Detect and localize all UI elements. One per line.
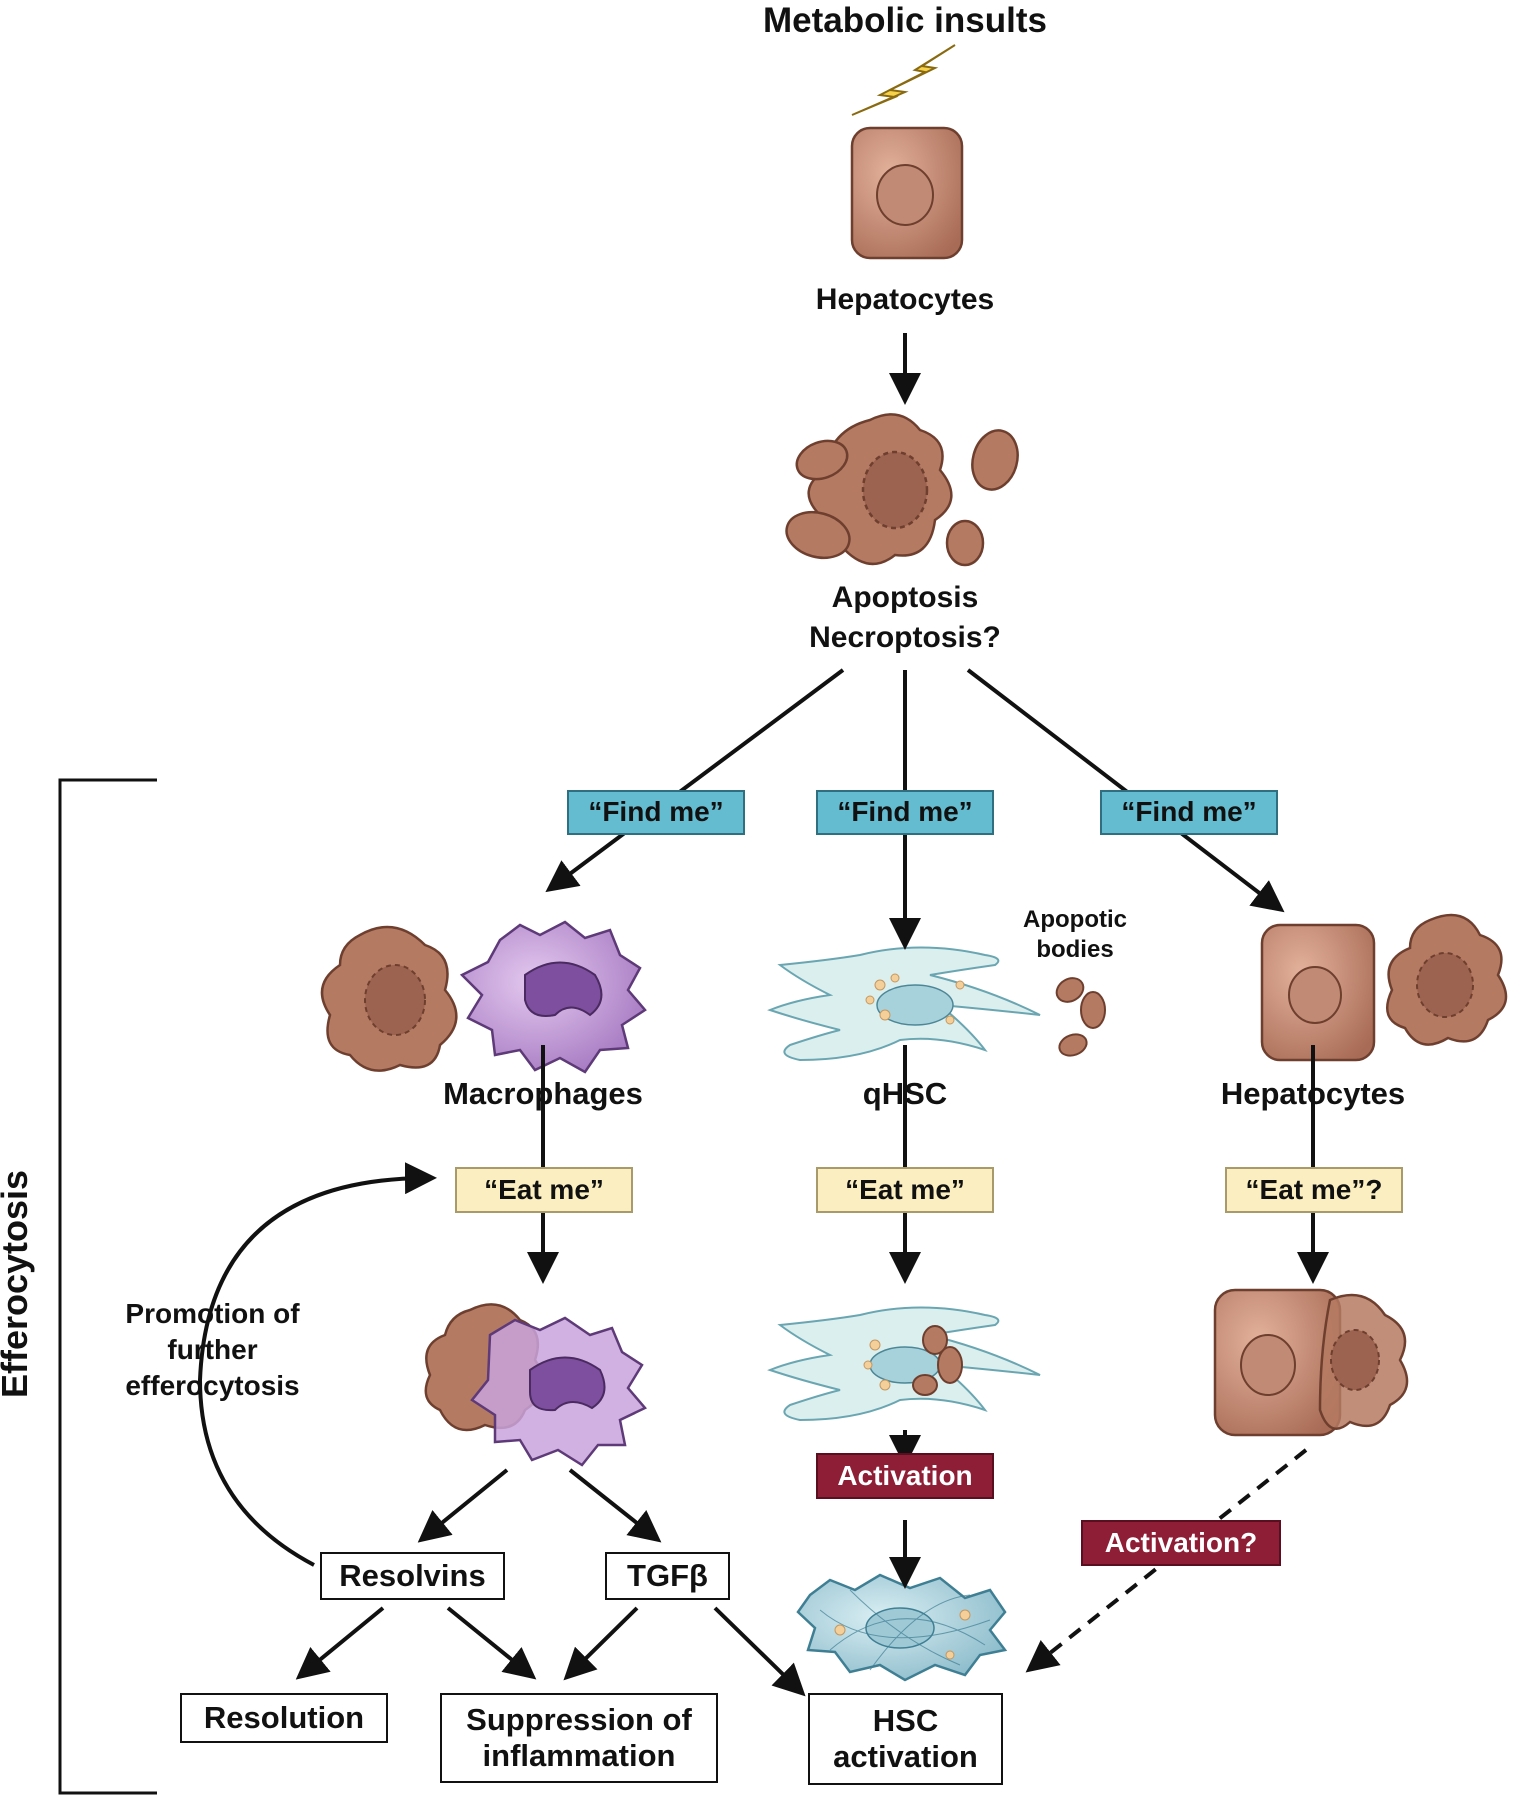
resolution-box: Resolution	[180, 1693, 388, 1743]
tgfb-box: TGFβ	[605, 1552, 730, 1600]
necroptosis-label: Necroptosis?	[809, 621, 1001, 654]
top-hepatocytes-label: Hepatocytes	[815, 283, 995, 316]
macrophage-with-apoptotic-cell-icon	[320, 920, 647, 1074]
promotion-label-line1: Promotion of	[125, 1298, 300, 1329]
hsc-activation-line1: HSC	[872, 1703, 939, 1739]
qhsc-label: qHSC	[862, 1076, 948, 1111]
find-me-badge-right: “Find me”	[1100, 790, 1278, 835]
suppression-line1: Suppression of	[466, 1702, 692, 1738]
eat-me-badge-middle: “Eat me”	[816, 1167, 994, 1213]
apoptotic-bodies-icon	[1055, 977, 1106, 1057]
activated-hsc-icon	[796, 1573, 1008, 1682]
arrows	[197, 333, 1329, 1697]
promotion-label-line3: efferocytosis	[125, 1370, 300, 1401]
apoptotic-bodies-label-line2: bodies	[1036, 936, 1114, 963]
eat-me-badge-right: “Eat me”?	[1225, 1167, 1403, 1213]
apoptotic-bodies-label-line1: Apopotic	[1023, 906, 1127, 933]
macrophages-label: Macrophages	[443, 1076, 643, 1111]
quiescent-hsc-icon	[767, 946, 1041, 1062]
hepatocyte-with-apoptotic-cell-icon	[1260, 913, 1508, 1062]
find-me-badge-middle: “Find me”	[816, 790, 994, 835]
hsc-activation-box: HSC activation	[808, 1693, 1003, 1785]
efferocytosis-vertical-label: Efferocytosis	[0, 1169, 35, 1399]
activation-badge: Activation	[816, 1453, 994, 1499]
diagram-title: Metabolic insults	[763, 1, 1047, 40]
eat-me-badge-left: “Eat me”	[455, 1167, 633, 1213]
suppression-line2: inflammation	[482, 1738, 676, 1773]
right-hepatocytes-label: Hepatocytes	[1220, 1076, 1406, 1111]
macrophage-engulfing-icon	[424, 1303, 648, 1467]
suppression-of-inflammation-box: Suppression of inflammation	[440, 1693, 718, 1783]
hepatocyte-engulfing-icon	[1213, 1288, 1409, 1437]
apoptotic-hepatocyte-icon	[785, 413, 1019, 567]
efferocytosis-bracket	[58, 778, 157, 1795]
hsc-engulfing-icon	[767, 1306, 1041, 1422]
hepatocyte-top-icon	[850, 126, 964, 260]
promotion-label-line2: further	[167, 1334, 258, 1365]
find-me-badge-left: “Find me”	[567, 790, 745, 835]
lightning-bolt-icon	[851, 44, 956, 116]
resolvins-box: Resolvins	[320, 1552, 505, 1600]
hsc-activation-line2: activation	[833, 1739, 978, 1774]
apoptosis-label: Apoptosis	[831, 581, 979, 614]
activation-question-badge: Activation?	[1081, 1520, 1281, 1566]
